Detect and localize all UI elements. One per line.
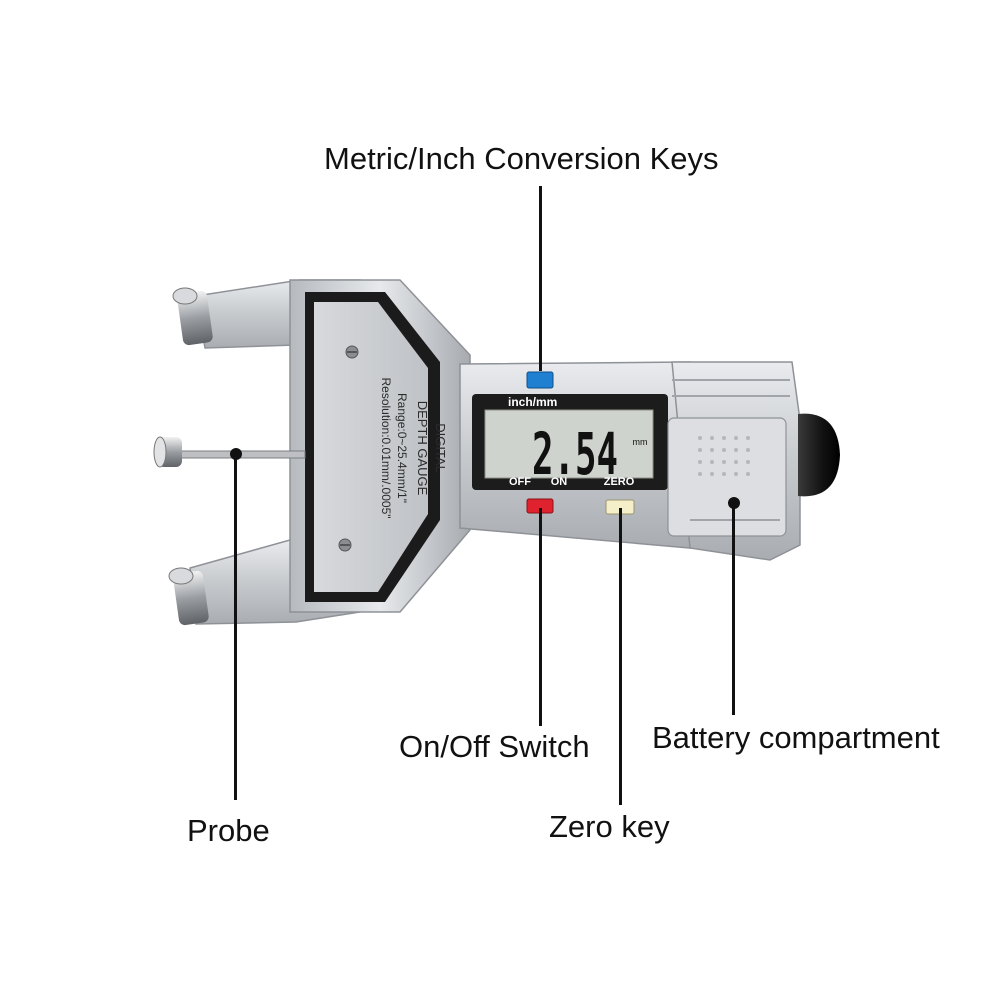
leader-battery bbox=[732, 505, 735, 715]
gauge-frame bbox=[189, 279, 471, 625]
key-off-label: OFF bbox=[509, 476, 531, 488]
key-zero-label: ZERO bbox=[604, 476, 635, 488]
callout-battery-compartment: Battery compartment bbox=[652, 720, 940, 755]
thumb-knob[interactable] bbox=[798, 413, 840, 497]
callout-zero-key: Zero key bbox=[549, 809, 670, 844]
brand-line-2: DEPTH GAUGE bbox=[415, 401, 430, 496]
probe-marker bbox=[230, 448, 242, 460]
leader-zero-key bbox=[619, 508, 622, 805]
conversion-key[interactable] bbox=[526, 371, 554, 389]
brand-line-1: DIGITAL bbox=[433, 423, 448, 473]
top-contact-pin bbox=[172, 287, 213, 346]
lcd-reading: 2.54 bbox=[532, 420, 618, 488]
leader-probe bbox=[234, 456, 237, 800]
probe bbox=[153, 436, 306, 468]
callout-conversion-keys: Metric/Inch Conversion Keys bbox=[324, 141, 719, 176]
battery-marker bbox=[728, 497, 740, 509]
callout-probe: Probe bbox=[187, 813, 270, 848]
lcd-unit: mm bbox=[633, 437, 648, 447]
range-text: Range:0~25.4mm/1" bbox=[395, 393, 409, 503]
leader-conversion-keys bbox=[539, 186, 542, 371]
resolution-text: Resolution:0.01mm/.0005" bbox=[379, 377, 393, 518]
callout-on-off-switch: On/Off Switch bbox=[399, 729, 590, 764]
plate-text: DIGITAL DEPTH GAUGE Range:0~25.4mm/1" Re… bbox=[379, 377, 448, 518]
leader-on-off bbox=[539, 508, 542, 726]
mode-label: inch/mm bbox=[508, 395, 557, 409]
battery-compartment[interactable] bbox=[667, 361, 801, 561]
bottom-contact-pin bbox=[168, 567, 209, 626]
key-on-label: ON bbox=[551, 476, 568, 488]
